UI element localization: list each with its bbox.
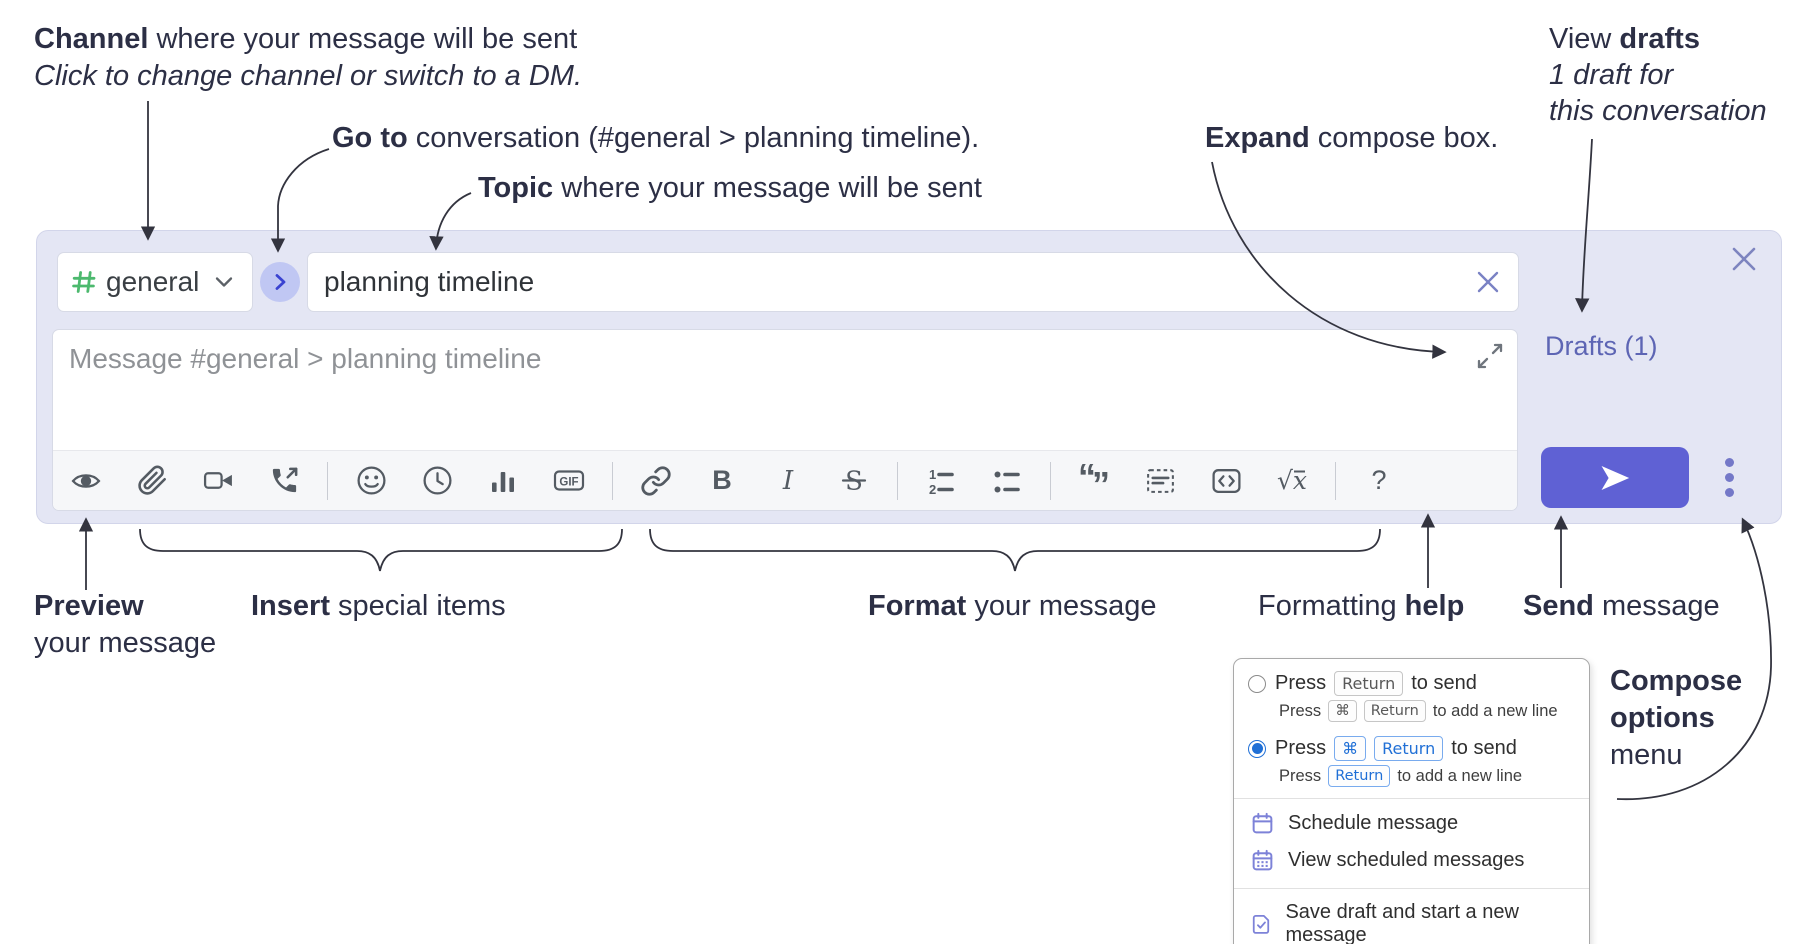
send-button[interactable] xyxy=(1541,447,1689,508)
topic-annotation: Topic where your message will be sent xyxy=(478,172,982,204)
return-keycap: Return xyxy=(1328,765,1391,787)
radio-selected[interactable] xyxy=(1248,739,1266,758)
video-call-icon[interactable] xyxy=(196,458,240,504)
topic-value: planning timeline xyxy=(324,266,535,297)
spoiler-icon[interactable] xyxy=(1138,458,1182,504)
svg-text:“: “ xyxy=(1078,464,1096,497)
svg-text:”: ” xyxy=(1092,464,1110,498)
channel-annotation-line2: Click to change channel or switch to a D… xyxy=(34,60,583,92)
bold-icon[interactable]: B xyxy=(700,458,744,504)
option-return-subtext: Press ⌘ Return to add a new line xyxy=(1234,696,1589,724)
compose-options-kebab-button[interactable] xyxy=(1709,447,1749,508)
poll-icon[interactable] xyxy=(481,458,525,504)
paperclip-icon[interactable] xyxy=(130,458,174,504)
send-annotation: Send message xyxy=(1523,590,1720,622)
send-icon xyxy=(1601,465,1630,490)
chevron-down-icon xyxy=(215,276,233,289)
strikethrough-icon[interactable]: S xyxy=(832,458,876,504)
menu-item-view-scheduled-messages[interactable]: View scheduled messages xyxy=(1234,842,1589,879)
preview-annotation: Preview your message xyxy=(34,590,217,659)
time-icon[interactable] xyxy=(415,458,459,504)
go-to-conversation-icon xyxy=(275,274,286,290)
bulleted-list-icon[interactable] xyxy=(985,458,1029,504)
link-icon[interactable] xyxy=(634,458,678,504)
channel-selector[interactable]: general xyxy=(57,252,253,312)
format-annotation: Format your message xyxy=(868,590,1157,622)
italic-icon[interactable]: I xyxy=(766,458,810,504)
expand-annotation: Expand compose box. xyxy=(1205,122,1499,154)
toolbar-divider xyxy=(1050,461,1051,500)
expand-icon[interactable] xyxy=(1476,342,1504,370)
toolbar-divider xyxy=(327,461,328,500)
svg-text:?: ? xyxy=(1371,465,1386,495)
option-return-to-send[interactable]: Press Return to send xyxy=(1234,667,1589,696)
channel-name: general xyxy=(106,266,200,297)
option-cmd-return-subtext: Press Return to add a new line xyxy=(1234,761,1589,789)
channel-annotation: Channel where your message will be sent … xyxy=(34,21,582,95)
quote-icon[interactable]: “” xyxy=(1072,458,1116,504)
audio-call-icon[interactable] xyxy=(262,458,306,504)
channel-annotation-bold: Channel xyxy=(34,23,149,55)
math-icon[interactable]: √x xyxy=(1270,458,1314,504)
compose-options-menu: Press Return to send Press ⌘ Return to a… xyxy=(1233,658,1590,944)
channel-annotation-rest: where your message will be sent xyxy=(148,23,578,55)
compose-options-annotation: Compose options menu xyxy=(1610,665,1743,771)
preview-eye-icon[interactable] xyxy=(64,458,108,504)
go-to-conversation-button[interactable] xyxy=(260,262,300,302)
option-cmd-return-to-send[interactable]: Press ⌘ Return to send xyxy=(1234,724,1589,761)
menu-divider xyxy=(1234,798,1589,799)
svg-text:I: I xyxy=(782,466,794,496)
menu-divider xyxy=(1234,888,1589,889)
cmd-keycap: ⌘ xyxy=(1334,736,1367,761)
toolbar-divider xyxy=(1335,461,1336,500)
svg-text:B: B xyxy=(712,465,732,495)
save-draft-icon xyxy=(1252,914,1270,934)
toolbar-divider xyxy=(897,461,898,500)
cmd-keycap: ⌘ xyxy=(1328,700,1357,722)
toolbar-divider xyxy=(612,461,613,500)
message-placeholder: Message #general > planning timeline xyxy=(69,343,542,374)
close-compose-icon[interactable] xyxy=(1729,244,1759,274)
svg-text:2: 2 xyxy=(929,482,936,497)
svg-text:1: 1 xyxy=(929,467,936,482)
goto-annotation: Go to conversation (#general > planning … xyxy=(332,122,980,154)
kebab-menu-icon xyxy=(1724,458,1734,467)
drafts-link[interactable]: Drafts (1) xyxy=(1545,331,1658,361)
return-keycap: Return xyxy=(1334,671,1404,696)
gif-icon[interactable]: GIF xyxy=(547,458,591,504)
code-icon[interactable] xyxy=(1204,458,1248,504)
return-keycap: Return xyxy=(1374,736,1444,761)
calendar-days-icon xyxy=(1252,849,1273,871)
topic-input[interactable]: planning timeline xyxy=(307,252,1519,312)
radio-unselected[interactable] xyxy=(1248,674,1266,693)
return-keycap: Return xyxy=(1363,700,1426,722)
message-area: Message #general > planning timeline xyxy=(52,329,1518,511)
emoji-icon[interactable] xyxy=(349,458,393,504)
menu-item-save-draft[interactable]: Save draft and start a new message xyxy=(1234,895,1589,944)
view-drafts-annotation: View drafts 1 draft for this conversatio… xyxy=(1549,23,1767,127)
message-textarea[interactable]: Message #general > planning timeline xyxy=(53,330,1517,450)
compose-box: general planning timeline Message #gener… xyxy=(36,230,1782,524)
hash-icon xyxy=(72,271,96,293)
svg-text:GIF: GIF xyxy=(559,477,578,489)
clear-topic-icon[interactable] xyxy=(1474,268,1502,296)
help-icon[interactable]: ? xyxy=(1357,458,1401,504)
menu-item-schedule-message[interactable]: Schedule message xyxy=(1234,805,1589,842)
formatting-help-annotation: Formatting help xyxy=(1258,590,1465,622)
svg-text:√x: √x xyxy=(1277,466,1307,495)
calendar-icon xyxy=(1252,812,1273,834)
insert-annotation: Insert special items xyxy=(251,590,506,622)
